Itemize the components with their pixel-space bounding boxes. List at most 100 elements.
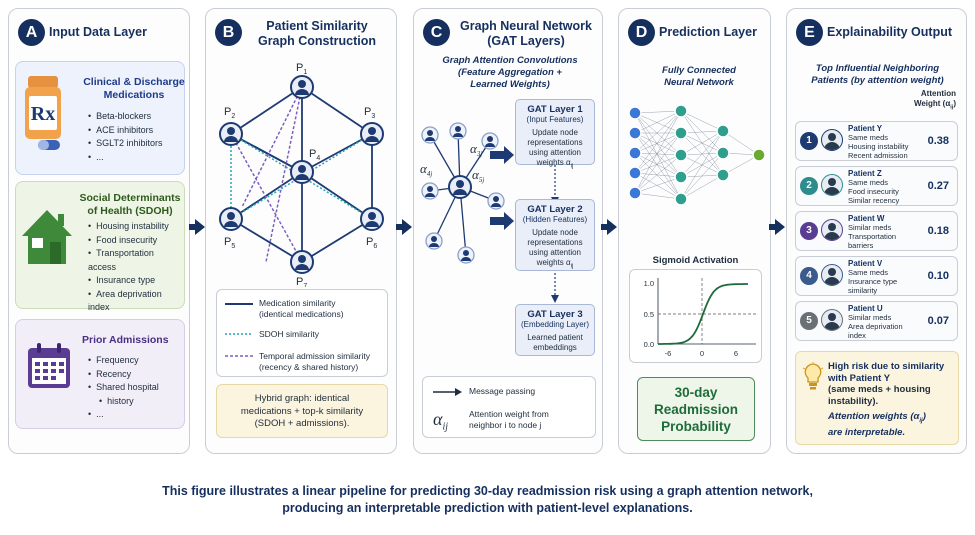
graph-legend: Medication similarity (identical medicat… [216,289,388,377]
network-neuron [628,166,642,180]
lightbulb-icon [802,362,824,390]
medications-list: Beta-blockers ACE inhibitors SGLT2 inhib… [88,110,163,165]
panel-b-badge: B [215,19,242,46]
node-label-p1: P1 [296,62,307,76]
rank-badge: 3 [800,222,818,240]
node-label-p6: P6 [366,236,377,250]
list-item: Shared hospital [88,381,159,395]
list-item: Housing instability [88,220,184,234]
panel-c-badge: C [423,19,450,46]
flow-arrow-c-d [601,219,617,235]
flow-arrow-a-b [189,219,205,235]
patient-name: Patient V [848,259,883,268]
svg-text:Rx: Rx [31,103,55,125]
risk-explanation-text: High risk due to similarity with Patient… [828,361,945,439]
calendar-icon [28,343,70,388]
list-item: Transportation access [88,247,184,274]
message-passing-arrow-icon [433,388,462,396]
figure-caption: This figure illustrates a linear pipelin… [162,484,813,515]
network-neuron [628,146,642,160]
rank-badge: 1 [800,132,818,150]
gat-layer-2: GAT Layer 2 (Hidden Features) Update nod… [515,199,595,271]
rank-badge: 2 [800,177,818,195]
list-item: ... [88,408,159,422]
sdoh-list: Housing instability Food insecurity Tran… [88,220,184,328]
patient-avatar-icon [821,219,843,241]
legend-medication: Medication similarity (identical medicat… [259,298,344,319]
panel-prediction-layer: D Prediction Layer Fully Connected Neura… [618,8,771,454]
list-item: ... [88,151,163,165]
panel-graph-construction: B Patient Similarity Graph Construction [205,8,397,454]
panel-e-title: Explainability Output [827,25,953,39]
panel-c-subtitle: Graph Attention Convolutions (Feature Ag… [442,55,578,90]
sdoh-edges [230,133,373,220]
patient-avatar-icon [821,174,843,196]
node-label-p4: P4 [309,148,320,162]
panel-b-title: Patient Similarity Graph Construction [257,19,377,48]
gat-layer-3: GAT Layer 3 (Embedding Layer) Learned pa… [515,304,595,356]
panel-d-subtitle: Fully Connected Neural Network [662,65,736,88]
hybrid-graph-note: Hybrid graph: identical medications + to… [216,384,388,438]
medications-card-title: Clinical & Discharge Medications [83,76,185,101]
house-icon [22,210,72,264]
list-item: Frequency [88,354,159,368]
panel-explainability-output: E Explainability Output Top Influential … [786,8,967,454]
flow-arrow-d-e [769,219,785,235]
patient-avatar-icon [821,129,843,151]
network-neuron [716,146,730,160]
y-tick-label: 1.0 [644,279,654,288]
prior-admissions-title: Prior Admissions [82,334,169,346]
network-neuron [752,148,766,162]
panel-d-title: Prediction Layer [659,25,757,39]
flow-arrow-b-c [396,219,412,235]
legend-sdoh: SDOH similarity [259,329,319,339]
sigmoid-curve [658,283,748,345]
sigmoid-chart: 1.0 0.5 0.0 -6 0 6 [644,278,756,358]
list-item: Beta-blockers [88,110,163,124]
panel-gnn: C Graph Neural Network (GAT Layers) Grap… [413,8,603,454]
sdoh-card: Social Determinants of Health (SDOH) Hou… [15,181,185,326]
list-item: SGLT2 inhibitors [88,137,162,151]
prior-admissions-list: Frequency Recency Shared hospital histor… [88,354,159,422]
panel-input-data-layer: A Input Data Layer Rx Clinical & Dischar… [8,8,190,454]
x-tick-label: -6 [665,349,672,358]
patient-name: Patient Y [848,124,883,133]
panel-c-title: Graph Neural Network (GAT Layers) [460,19,592,48]
node-label-p2: P2 [224,106,235,120]
temporal-edges [230,86,303,263]
network-neuron [674,170,688,184]
attention-weight-value: 0.27 [927,180,949,192]
rank-badge: 5 [800,312,818,330]
node-label-p3: P3 [364,106,375,120]
patient-name: Patient Z [848,169,882,178]
node-label-p5: P5 [224,236,235,250]
patient-similarity-graph: P1 P2 P3 P4 P5 P6 P7 [219,62,384,287]
alpha-4j-label: α4j [420,161,432,178]
network-neuron [674,126,688,140]
alpha-3j-label: α3j [470,141,482,158]
legend-alpha-symbol: αij [433,409,449,433]
alpha-5j-label: α5j [472,167,484,184]
patient-name: Patient U [848,304,883,313]
sigmoid-chart-box: 1.0 0.5 0.0 -6 0 6 [629,269,762,363]
sigmoid-title: Sigmoid Activation [652,255,739,266]
list-item: Insurance type [88,274,184,288]
patient-avatar-icon [821,309,843,331]
legend-attention-weight: Attention weight from neighbor i to node… [469,409,549,430]
network-neuron [716,124,730,138]
attention-weight-column-header: Attention Weight (αij) [913,89,956,111]
x-tick-label: 0 [700,349,704,358]
y-tick-label: 0.0 [644,340,654,349]
network-neuron [716,168,730,182]
sdoh-card-title: Social Determinants of Health (SDOH) [79,192,181,217]
network-neuron [674,104,688,118]
patient-avatar-icon [821,264,843,286]
prior-admissions-card: Prior Admissions Frequency Recency Share… [15,319,185,429]
node-labels: P1 P2 P3 P4 P5 P6 P7 [224,62,377,287]
attention-weight-value: 0.18 [927,225,949,237]
